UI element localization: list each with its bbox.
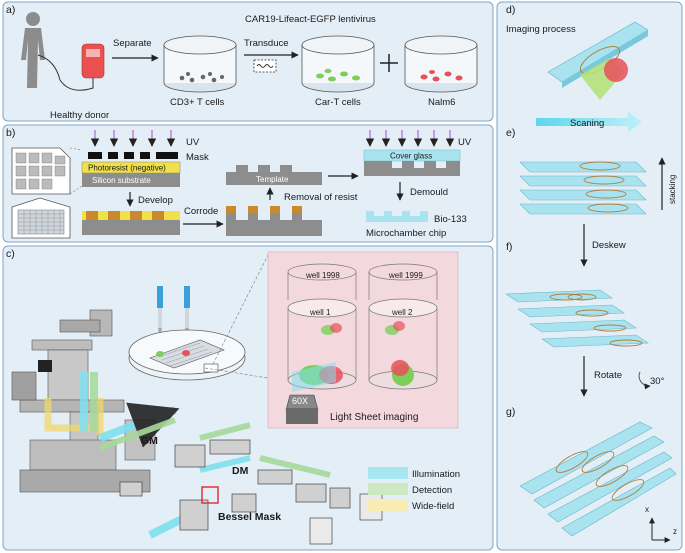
petri-dish-chip <box>128 329 246 381</box>
gm-label: GM <box>141 435 158 447</box>
separate-label: Separate <box>113 38 152 49</box>
uv-arrows-1 <box>90 130 176 147</box>
dish-car-t <box>301 35 375 93</box>
lentivirus-label: CAR19-Lifeact-EGFP lentivirus <box>245 14 376 25</box>
panel-e-letter: e) <box>506 127 515 139</box>
well-1999-label: well 1999 <box>388 271 423 280</box>
widefield-path <box>44 398 104 435</box>
uv-label-1: UV <box>186 137 200 148</box>
demould-label: Demould <box>410 187 448 198</box>
optics-bench <box>119 439 383 545</box>
car-t-label: Car-T cells <box>315 97 361 108</box>
bessel-mask-box <box>201 486 219 504</box>
panel-b-letter: b) <box>6 127 15 139</box>
legend: Illumination Detection Wide-field <box>368 467 460 512</box>
nalm6-label: Nalm6 <box>428 97 455 108</box>
cover-glass-label: Cover glass <box>390 152 432 161</box>
rotate-angle-label: 30° <box>650 376 665 387</box>
cd3-label: CD3+ T cells <box>170 97 225 108</box>
dish-cd3 <box>163 35 237 93</box>
panel-d-letter: d) <box>506 4 515 16</box>
objective-60x-label: 60X <box>292 396 308 406</box>
template-wafer <box>226 165 322 185</box>
panel-c-letter: c) <box>6 248 15 260</box>
deskew-label: Deskew <box>592 240 626 251</box>
legend-swatch-detection <box>368 483 408 495</box>
panel-c: c) <box>2 245 494 551</box>
stack-g <box>519 421 677 537</box>
legend-detection: Detection <box>412 485 452 496</box>
imaging-process-label: Imaging process <box>506 24 576 35</box>
wafer-icon <box>11 147 71 195</box>
panel-f-letter: f) <box>506 241 512 253</box>
legend-illumination: Illumination <box>412 469 460 480</box>
stack-f <box>505 289 649 348</box>
well-1-label: well 1 <box>309 308 331 317</box>
rotate-label: Rotate <box>594 370 622 381</box>
well-2-label: well 2 <box>391 308 413 317</box>
healthy-donor-label: Healthy donor <box>50 110 109 121</box>
corroded-wafer <box>226 206 322 236</box>
legend-swatch-illumination <box>368 467 408 479</box>
developed-wafer <box>82 211 180 235</box>
panel-g-letter: g) <box>506 406 515 418</box>
photoresist-label: Photoresist (negative) <box>88 164 166 173</box>
develop-label: Develop <box>138 195 173 206</box>
legend-widefield: Wide-field <box>412 501 454 512</box>
stack-e <box>519 161 647 215</box>
axis-z-label: z <box>673 527 677 536</box>
legend-swatch-widefield <box>368 499 408 511</box>
panel-a-letter: a) <box>6 4 15 16</box>
corrode-label: Corrode <box>184 206 218 217</box>
scan-slab <box>547 21 649 100</box>
stacking-label: stacking <box>668 175 677 204</box>
silicon-label: Silicon substrate <box>92 176 151 185</box>
lightsheet-inset: well 1998 well 1999 well 1 well 2 <box>267 251 459 429</box>
removal-label: Removal of resist <box>284 192 358 203</box>
uv-arrows-2 <box>365 130 455 147</box>
scan-arrow <box>536 112 642 132</box>
scaning-label: Scaning <box>570 118 604 129</box>
human-donor-icon <box>21 12 45 88</box>
bessel-mask-label: Bessel Mask <box>218 511 281 523</box>
lightsheet-imaging-label: Light Sheet imaging <box>330 412 418 423</box>
transduce-label: Transduce <box>244 38 289 49</box>
mask-label: Mask <box>186 152 209 163</box>
panel-b: b) UV <box>2 124 494 243</box>
panel-a: a) Healthy donor Separate <box>2 1 494 122</box>
chip-grid-icon <box>11 197 71 239</box>
bio133-label: Bio-133 <box>434 214 467 225</box>
bio133-chip <box>366 211 428 222</box>
dish-nalm6 <box>404 35 478 93</box>
uv-label-2: UV <box>458 137 472 148</box>
blood-bag-icon <box>37 43 105 91</box>
microchamber-chip-label: Microchamber chip <box>366 228 446 239</box>
axis-x-label: x <box>645 505 649 514</box>
panel-right: d) Imaging process Scaning e) <box>496 1 683 551</box>
dm-label: DM <box>232 465 249 477</box>
well-1998-label: well 1998 <box>305 271 340 280</box>
template-label: Template <box>256 175 289 184</box>
camera-icon <box>38 360 52 372</box>
